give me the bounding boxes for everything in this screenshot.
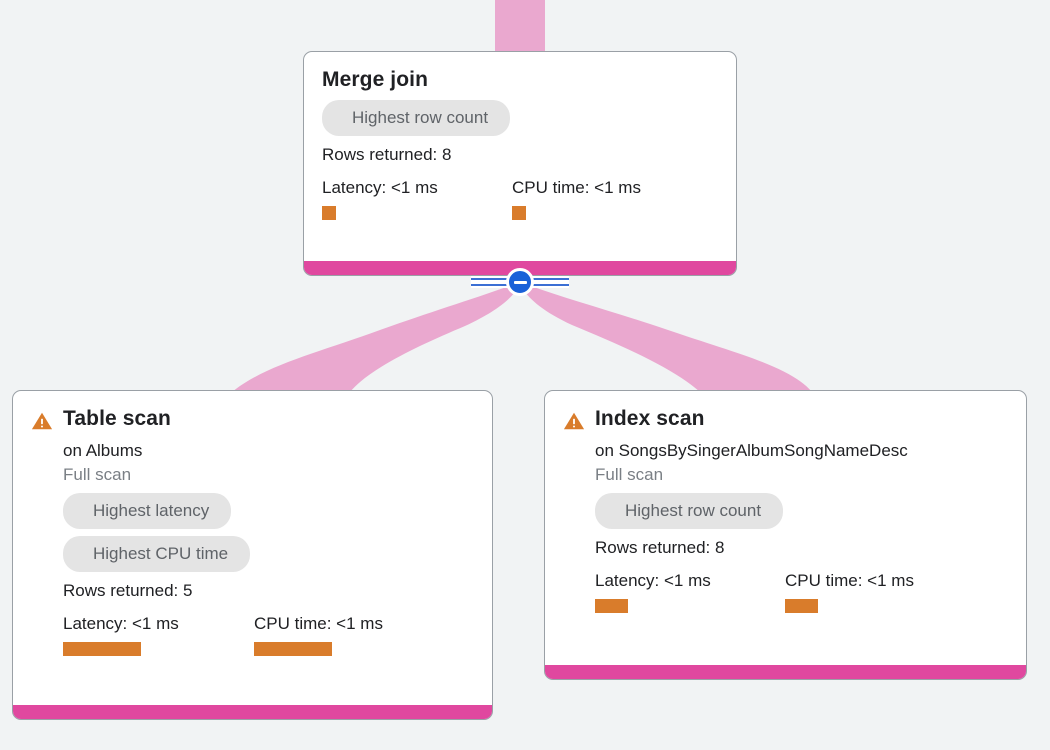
plan-node-merge-join[interactable]: Merge join Highest row count Rows return… [303, 51, 737, 276]
metric-latency-bar [63, 642, 141, 656]
node-body: Merge join Highest row count Rows return… [304, 52, 736, 261]
metric-latency-bar [595, 599, 628, 613]
node-subtitle: on Albums [63, 441, 143, 460]
metric-cpu-time: CPU time: <1 ms [785, 570, 914, 613]
warning-triangle-icon [31, 412, 53, 430]
node-header-text: Index scan on SongsBySingerAlbumSongName… [595, 405, 1008, 613]
node-body: Index scan on SongsBySingerAlbumSongName… [545, 391, 1026, 665]
node-rows-returned: Rows returned: 8 [322, 145, 452, 164]
node-rows-returned: Rows returned: 8 [595, 538, 725, 557]
warning-triangle-icon [563, 412, 585, 430]
metric-cpu-time-bar [785, 599, 818, 613]
chip-highest-cpu-time: Highest CPU time [63, 536, 251, 572]
node-header-text: Table scan on Albums Full scan Highest l… [63, 405, 474, 656]
metric-latency-label: Latency: <1 ms [595, 571, 711, 590]
metric-cpu-time-bar [254, 642, 332, 656]
node-scan-type: Full scan [63, 465, 132, 484]
node-header-text: Merge join Highest row count Rows return… [322, 66, 718, 220]
chip-highest-row-count: Highest row count [595, 493, 784, 529]
chip-highest-row-count: Highest row count [322, 100, 511, 136]
node-metrics-row: Latency: <1 ms CPU time: <1 ms [63, 613, 474, 656]
metric-cpu-time-bar [512, 206, 526, 220]
node-chip-list: Highest latency Highest CPU time [63, 493, 474, 572]
node-title: Index scan [595, 407, 705, 430]
metric-cpu-time-label: CPU time: <1 ms [785, 571, 914, 590]
chip-highest-latency: Highest latency [63, 493, 232, 529]
plan-node-table-scan[interactable]: Table scan on Albums Full scan Highest l… [12, 390, 493, 720]
metric-latency-label: Latency: <1 ms [322, 178, 438, 197]
metric-latency-bar [322, 206, 336, 220]
node-body: Table scan on Albums Full scan Highest l… [13, 391, 492, 705]
node-metrics-row: Latency: <1 ms CPU time: <1 ms [322, 177, 718, 220]
metric-cpu-time: CPU time: <1 ms [254, 613, 383, 656]
edge-parent-to-merge-join [495, 0, 545, 52]
metric-cpu-time-label: CPU time: <1 ms [254, 614, 383, 633]
node-title: Merge join [322, 68, 429, 91]
node-header: Table scan on Albums Full scan Highest l… [31, 405, 474, 656]
metric-latency: Latency: <1 ms [322, 177, 512, 220]
edge-merge-join-to-table-scan [232, 285, 518, 392]
node-metrics-row: Latency: <1 ms CPU time: <1 ms [595, 570, 1008, 613]
collapse-children-toggle[interactable] [506, 268, 534, 296]
node-chip-list: Highest row count [595, 493, 1008, 529]
node-header: Index scan on SongsBySingerAlbumSongName… [563, 405, 1008, 613]
node-scan-type: Full scan [595, 465, 664, 484]
metric-latency: Latency: <1 ms [595, 570, 785, 613]
metric-cpu-time: CPU time: <1 ms [512, 177, 641, 220]
node-footer-bar [13, 705, 492, 719]
node-chip-list: Highest row count [322, 100, 718, 136]
node-subtitle: on SongsBySingerAlbumSongNameDesc [595, 441, 908, 460]
node-footer-bar [545, 665, 1026, 679]
edge-merge-join-to-index-scan [522, 285, 812, 392]
node-title: Table scan [63, 407, 171, 430]
metric-latency: Latency: <1 ms [63, 613, 254, 656]
plan-node-index-scan[interactable]: Index scan on SongsBySingerAlbumSongName… [544, 390, 1027, 680]
node-rows-returned: Rows returned: 5 [63, 581, 193, 600]
metric-latency-label: Latency: <1 ms [63, 614, 179, 633]
minus-icon [513, 280, 527, 284]
node-header: Merge join Highest row count Rows return… [322, 66, 718, 220]
metric-cpu-time-label: CPU time: <1 ms [512, 178, 641, 197]
